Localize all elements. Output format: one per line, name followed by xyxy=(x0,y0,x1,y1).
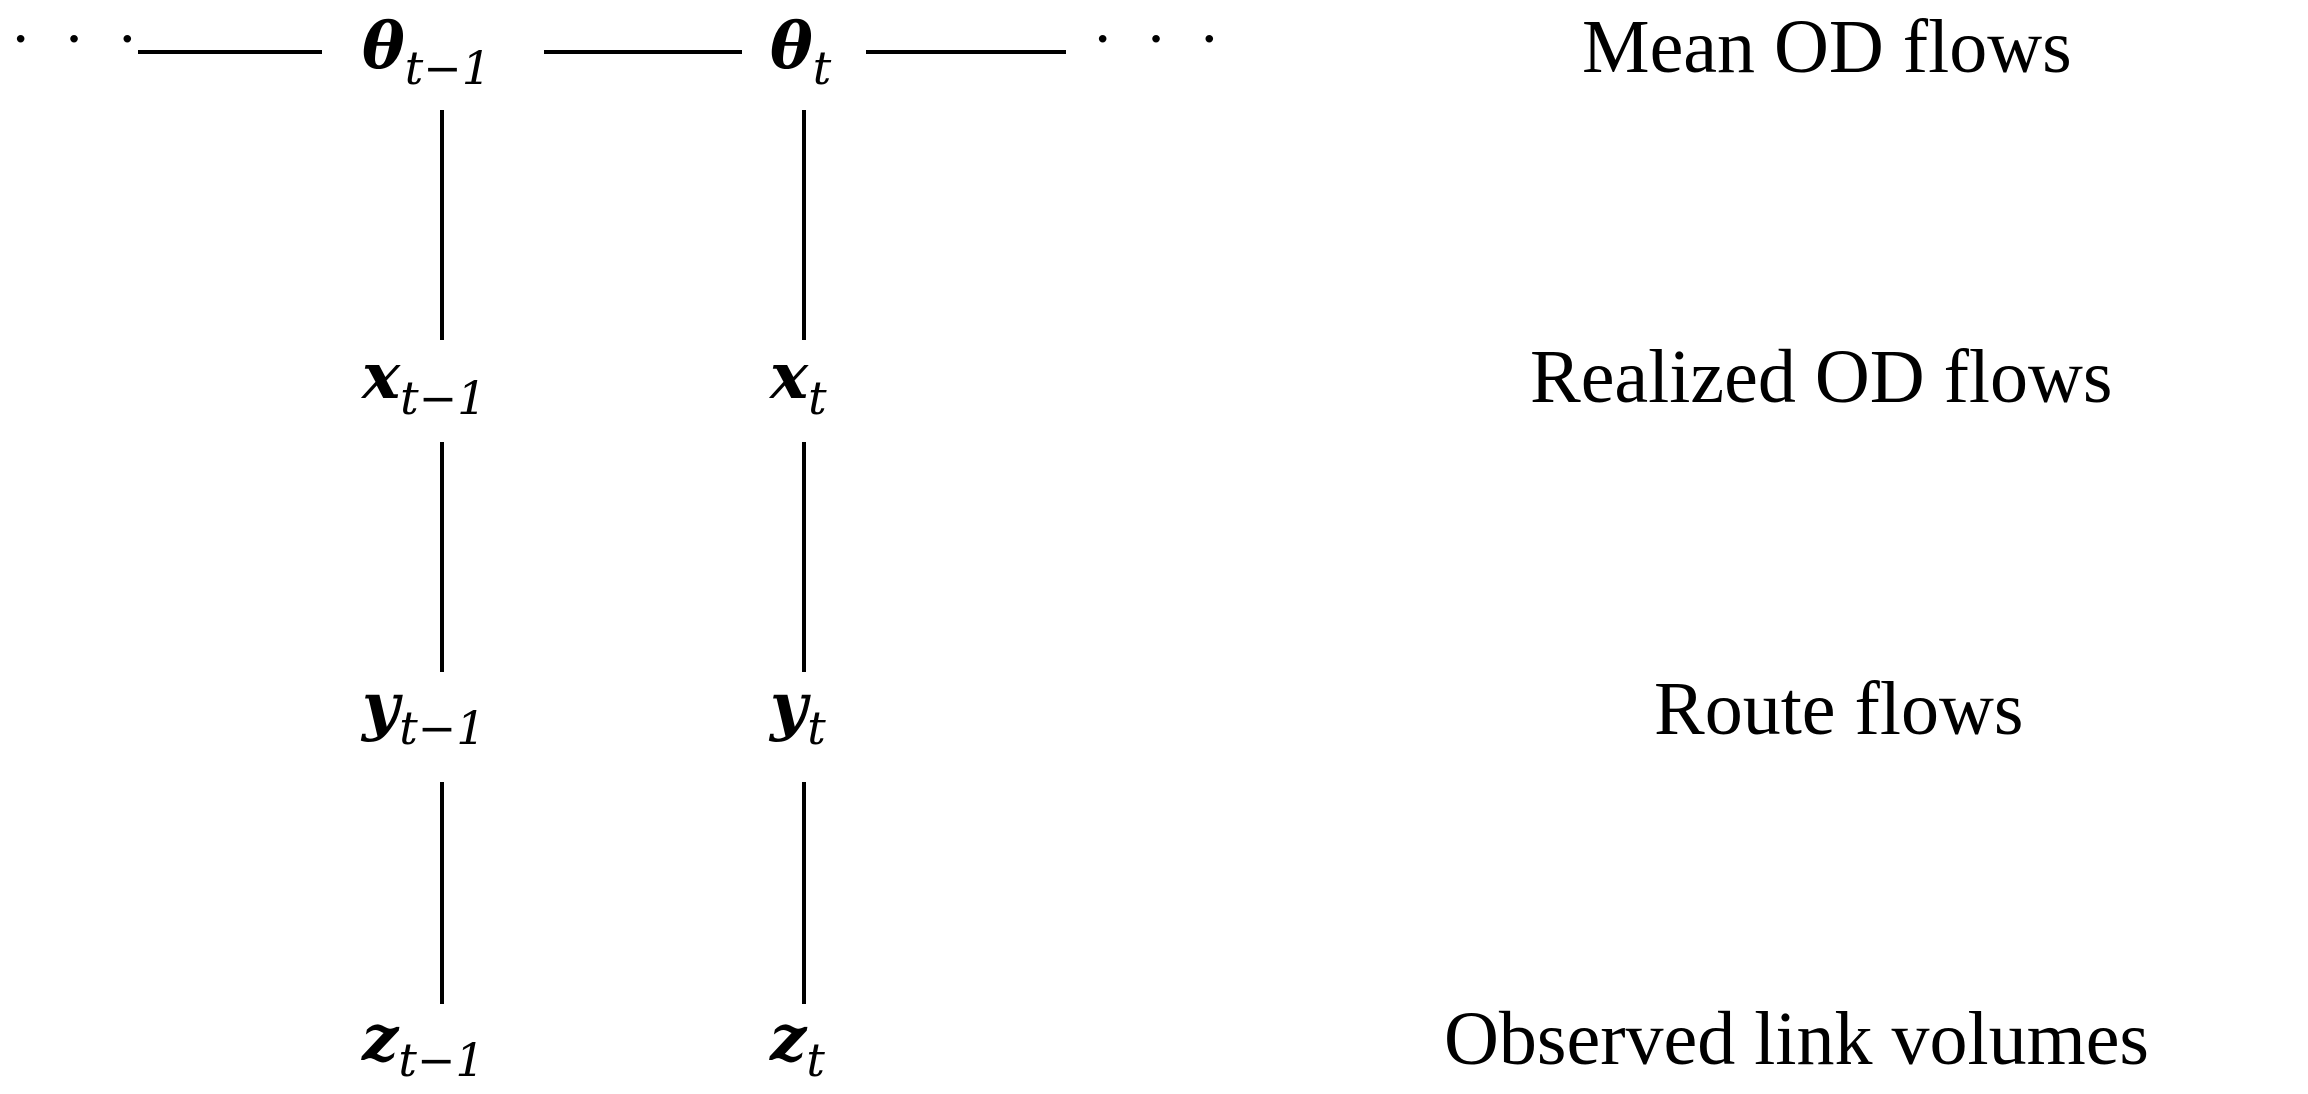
leading-ellipsis: · · · xyxy=(10,3,146,74)
node-z-prev-subscript: t−1 xyxy=(398,1033,484,1087)
row-label-observed-link-volumes: Observed link volumes xyxy=(1444,997,2149,1081)
row-label-realized-od-flows: Realized OD flows xyxy=(1530,335,2113,419)
node-theta-prev-subscript: t−1 xyxy=(405,41,491,95)
node-y-t-minus-1: yt−1 xyxy=(360,669,485,755)
trailing-ellipsis: · · · xyxy=(1092,3,1228,74)
node-y-t: yt xyxy=(768,669,826,755)
node-x-prev-subscript: t−1 xyxy=(400,371,486,425)
node-theta-prev-symbol: θ xyxy=(362,9,405,84)
node-z-t-minus-1: zt−1 xyxy=(361,1001,485,1087)
node-y-prev-symbol: y xyxy=(360,669,403,744)
node-theta-t-minus-1: θt−1 xyxy=(362,9,491,95)
row-label-mean-od-flows: Mean OD flows xyxy=(1582,5,2072,89)
node-x-cur-subscript: t xyxy=(808,371,827,425)
node-z-cur-subscript: t xyxy=(806,1033,825,1087)
node-y-cur-subscript: t xyxy=(807,701,826,755)
node-y-cur-symbol: y xyxy=(768,669,811,744)
node-theta-cur-subscript: t xyxy=(813,41,832,95)
node-z-t: zt xyxy=(769,1001,825,1087)
node-theta-cur-symbol: θ xyxy=(770,9,813,84)
node-x-cur-symbol: x xyxy=(768,339,809,414)
node-y-prev-subscript: t−1 xyxy=(399,701,485,755)
node-z-cur-symbol: z xyxy=(769,1001,808,1076)
node-z-prev-symbol: z xyxy=(361,1001,400,1076)
row-label-route-flows: Route flows xyxy=(1654,667,2023,751)
node-x-t-minus-1: xt−1 xyxy=(360,339,486,425)
node-x-prev-symbol: x xyxy=(360,339,401,414)
node-theta-t: θt xyxy=(770,9,832,95)
node-x-t: xt xyxy=(768,339,827,425)
